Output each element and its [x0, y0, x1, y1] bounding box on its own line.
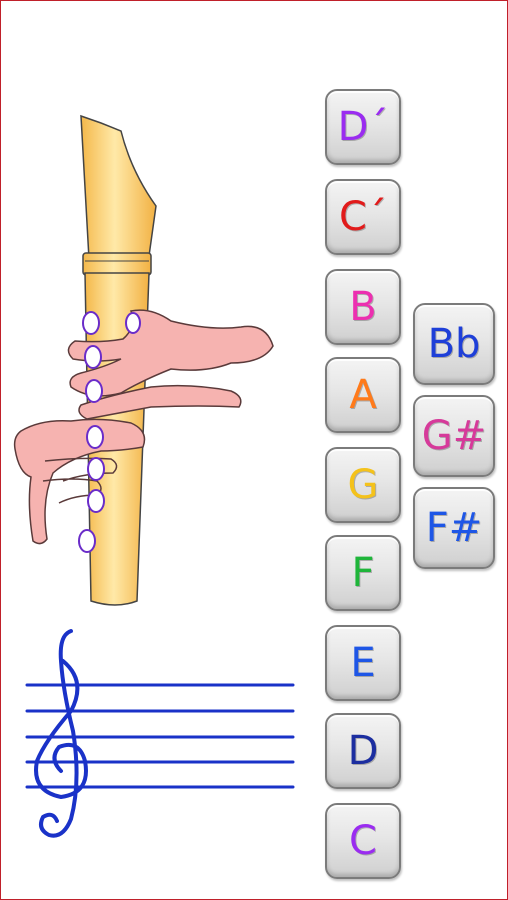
note-label: D: [347, 728, 379, 774]
note-button-g-sharp[interactable]: G#: [413, 395, 495, 477]
note-label: C: [349, 818, 377, 864]
recorder-mouthpiece: [80, 114, 157, 260]
note-button-d-high[interactable]: D´: [325, 89, 401, 165]
recorder-joint: [82, 252, 152, 276]
lower-hand-fingers: [42, 457, 118, 504]
music-staff: [25, 629, 295, 838]
treble-clef-icon: [34, 629, 88, 838]
note-button-f-sharp[interactable]: F#: [413, 487, 495, 569]
note-label: E: [350, 640, 376, 686]
note-button-c[interactable]: C: [325, 803, 401, 879]
note-label: G#: [421, 413, 487, 459]
note-button-d[interactable]: D: [325, 713, 401, 789]
note-button-g[interactable]: G: [325, 447, 401, 523]
note-label: A: [349, 372, 377, 418]
note-label: B: [349, 284, 377, 330]
finger-holes: [78, 311, 141, 553]
note-label: D´: [337, 104, 389, 150]
lower-hand: [13, 418, 146, 545]
note-button-b-flat[interactable]: Bb: [413, 303, 495, 385]
note-label: F#: [425, 505, 483, 551]
note-button-f[interactable]: F: [325, 535, 401, 611]
note-label: G: [347, 462, 379, 508]
upper-hand-finger: [78, 384, 242, 420]
note-button-e[interactable]: E: [325, 625, 401, 701]
recorder-fingering-illustration: [13, 114, 274, 606]
note-button-b[interactable]: B: [325, 269, 401, 345]
note-label: F: [351, 550, 375, 596]
note-button-a[interactable]: A: [325, 357, 401, 433]
note-button-c-high[interactable]: C´: [325, 179, 401, 255]
note-label: C´: [339, 194, 387, 240]
note-label: Bb: [427, 321, 481, 367]
